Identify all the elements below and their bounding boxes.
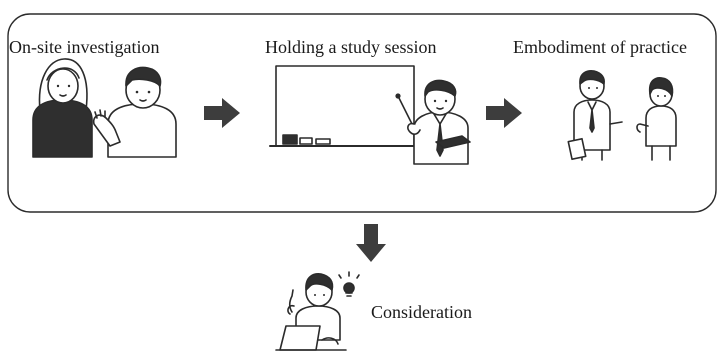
stage-label-study-session: Holding a study session bbox=[265, 37, 437, 57]
man-figure bbox=[92, 66, 177, 158]
consideration-illustration bbox=[275, 271, 360, 351]
laptop-icon bbox=[275, 325, 347, 351]
result-label-consideration: Consideration bbox=[371, 302, 472, 322]
woman-figure bbox=[32, 58, 93, 158]
whiteboard bbox=[269, 65, 421, 147]
coat-man-figure bbox=[567, 69, 623, 161]
stage-practice-illustration bbox=[567, 69, 677, 161]
stage-investigation-illustration bbox=[32, 58, 177, 158]
right-arrow-icon bbox=[204, 98, 240, 128]
teacher-figure bbox=[407, 79, 471, 165]
process-frame bbox=[7, 13, 717, 213]
lightbulb-icon bbox=[338, 271, 360, 297]
right-arrow-icon bbox=[486, 98, 522, 128]
stage-study-session-illustration bbox=[269, 65, 471, 165]
practice-woman-figure bbox=[636, 77, 677, 161]
pointer-stick-icon bbox=[395, 93, 413, 125]
down-arrow-icon bbox=[356, 224, 386, 262]
stage-label-investigation: On-site investigation bbox=[9, 37, 160, 57]
stage-label-practice: Embodiment of practice bbox=[513, 37, 687, 57]
